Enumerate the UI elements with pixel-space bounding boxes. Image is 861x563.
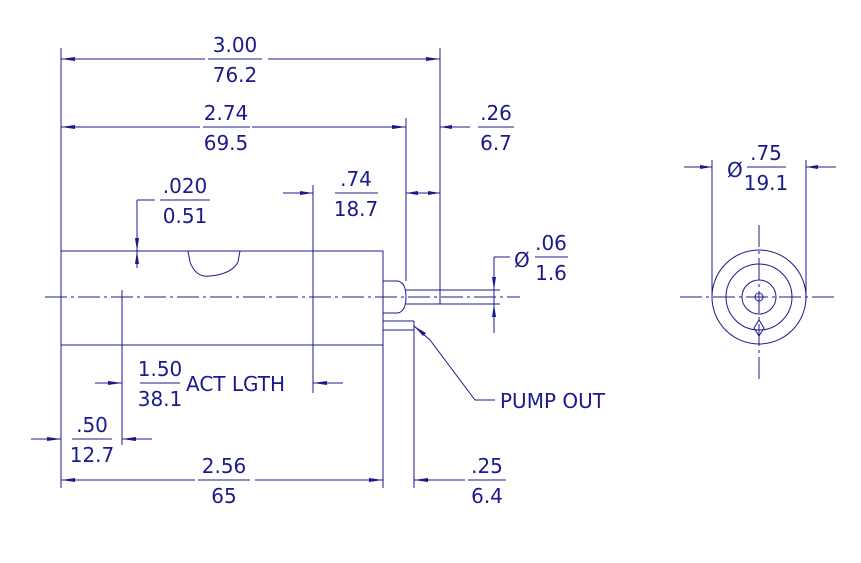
- arrow: [135, 238, 139, 251]
- arrow: [426, 57, 440, 61]
- cylinder-body: [60, 250, 384, 346]
- body-len-in: 2.74: [204, 101, 249, 125]
- fraction-bars: [72, 58, 786, 481]
- arrow: [313, 381, 327, 385]
- end-cap: [383, 280, 407, 314]
- pin-dia-in: .06: [535, 231, 567, 255]
- outer-dia-symbol: Ø: [727, 158, 743, 182]
- bottom-len-in: 2.56: [202, 454, 247, 478]
- arrow: [122, 437, 136, 441]
- arrow: [440, 125, 452, 129]
- arrow: [406, 191, 418, 195]
- arrow: [61, 125, 75, 129]
- arrow: [700, 165, 712, 169]
- arrow: [806, 165, 818, 169]
- side-view: [45, 250, 520, 346]
- arrow: [108, 381, 122, 385]
- act-len-mm: 38.1: [138, 387, 183, 411]
- pin-dia-symbol: Ø: [514, 248, 530, 272]
- act-len-label: ACT LGTH: [186, 372, 285, 396]
- wall-mm: 0.51: [163, 204, 208, 228]
- end-view: [680, 160, 838, 380]
- arrow: [392, 125, 406, 129]
- arrow: [492, 304, 496, 317]
- pin-dia-mm: 1.6: [535, 261, 567, 285]
- arrow: [61, 57, 75, 61]
- arrow: [47, 437, 61, 441]
- dimension-text: 3.00 76.2 2.74 69.5 .26 6.7 .020 0.51 .7…: [70, 33, 789, 508]
- arrow: [369, 478, 383, 482]
- arrow: [428, 191, 440, 195]
- tube-len-mm: 6.7: [480, 131, 512, 155]
- overall-len-mm: 76.2: [213, 63, 258, 87]
- arrow: [135, 251, 139, 264]
- outer-dia-in: .75: [750, 141, 782, 165]
- tube-len-in: .26: [480, 101, 512, 125]
- pump-out-leader: [413, 325, 495, 401]
- extension-lines: [60, 48, 500, 488]
- pump-port-mark: [753, 319, 765, 337]
- pump-out-label: PUMP OUT: [500, 389, 606, 413]
- arrow: [414, 478, 428, 482]
- arrow: [492, 277, 496, 290]
- arrow: [61, 478, 75, 482]
- outer-dia-mm: 19.1: [744, 171, 789, 195]
- pump-pos-mm: 6.4: [471, 484, 503, 508]
- center-dim-in: .74: [340, 167, 372, 191]
- dimension-lines: [31, 57, 510, 482]
- arrow: [414, 326, 426, 336]
- arrow: [300, 191, 313, 195]
- act-len-in: 1.50: [138, 357, 183, 381]
- wall-in: .020: [163, 174, 208, 198]
- pump-pos-in: .25: [471, 454, 503, 478]
- body-len-mm: 69.5: [204, 131, 249, 155]
- offset-mm: 12.7: [70, 443, 115, 467]
- center-dim-mm: 18.7: [334, 197, 379, 221]
- offset-in: .50: [76, 413, 108, 437]
- bottom-len-mm: 65: [211, 484, 236, 508]
- cutaway-window: [187, 250, 241, 277]
- overall-len-in: 3.00: [213, 33, 258, 57]
